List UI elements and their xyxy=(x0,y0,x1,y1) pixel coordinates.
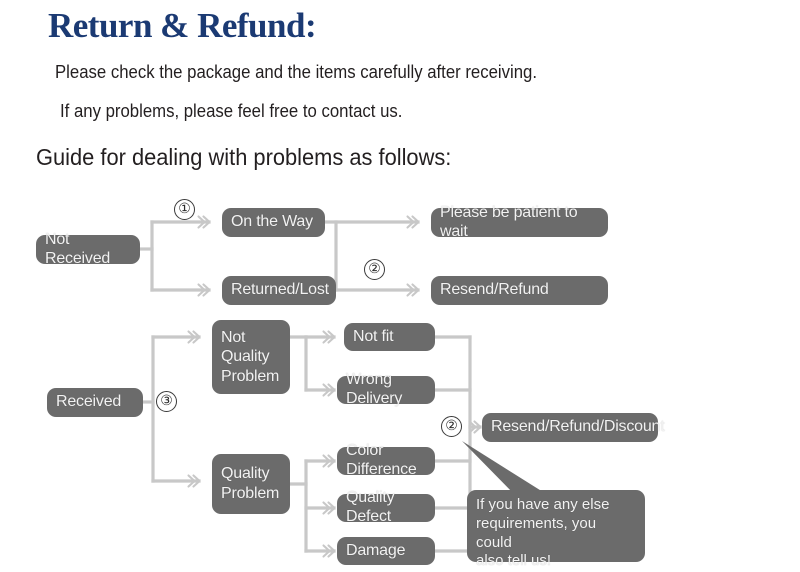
step-number-two-top: ② xyxy=(364,259,385,280)
page-title: Return & Refund: xyxy=(48,6,317,45)
node-not-fit[interactable]: Not fit xyxy=(344,323,435,351)
guide-heading: Guide for dealing with problems as follo… xyxy=(36,144,452,170)
callout-tail xyxy=(462,441,551,497)
step-number-two-bottom: ② xyxy=(441,416,462,437)
intro-line-2: If any problems, please feel free to con… xyxy=(60,101,403,121)
callout-bubble: If you have any else requirements, you c… xyxy=(467,490,645,569)
node-resend-refund[interactable]: Resend/Refund xyxy=(431,276,608,305)
node-not-quality-problem[interactable]: Not Quality Problem xyxy=(212,320,290,394)
node-color-difference[interactable]: Color Difference xyxy=(337,442,435,478)
node-received[interactable]: Received xyxy=(47,388,143,417)
intro-line-1: Please check the package and the items c… xyxy=(55,62,538,82)
node-quality-defect[interactable]: Quality Defect xyxy=(337,489,435,525)
node-resend-refund-discount[interactable]: Resend/Refund/Discount xyxy=(482,413,665,442)
node-please-be-patient-to-wait[interactable]: Please be patient to wait xyxy=(431,204,608,240)
node-damage[interactable]: Damage xyxy=(337,537,435,565)
step-number-one-top: ① xyxy=(174,199,195,220)
node-wrong-delivery[interactable]: Wrong Delivery xyxy=(337,371,435,407)
node-not-received[interactable]: Not Received xyxy=(36,231,140,267)
node-returned-lost[interactable]: Returned/Lost xyxy=(222,276,336,305)
node-on-the-way[interactable]: On the Way xyxy=(222,208,325,237)
node-quality-problem[interactable]: Quality Problem xyxy=(212,454,290,514)
step-number-three-received: ③ xyxy=(156,391,177,412)
